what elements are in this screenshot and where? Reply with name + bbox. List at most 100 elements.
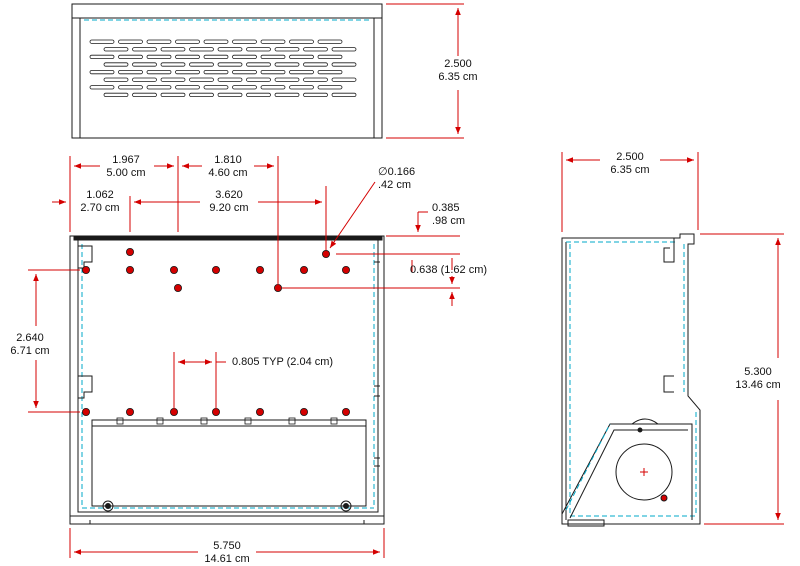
vent-slot (103, 47, 129, 52)
vent-slot (217, 47, 243, 52)
mounting-hole (169, 265, 178, 274)
dim-top-height: 2.500 6.35 cm (438, 58, 478, 83)
lower-tab (116, 417, 124, 425)
dim-side-height: 5.300 13.46 cm (735, 366, 781, 391)
vent-slot (217, 62, 243, 67)
dim-typ-spacing: 0.805 TYP (2.04 cm) (232, 356, 334, 368)
vent-slot (303, 92, 328, 97)
mounting-hole (255, 265, 264, 274)
vent-slot (203, 54, 229, 60)
vent-slot (132, 92, 157, 97)
mounting-hole (321, 249, 330, 258)
vent-slot (232, 54, 257, 60)
vent-slot (246, 92, 271, 97)
vent-slot (217, 92, 243, 97)
vent-slots (89, 39, 357, 97)
vent-slot (189, 47, 214, 52)
vent-slot (132, 47, 157, 52)
side-view (561, 233, 701, 527)
dimension-lines (28, 3, 784, 558)
vent-slot (118, 39, 143, 44)
vent-slot (118, 70, 143, 75)
vent-slot (317, 54, 343, 60)
dim-0638: 0.638 (1.62 cm) (410, 264, 488, 276)
vent-slot (175, 70, 200, 75)
vent-slot (160, 62, 186, 67)
lower-tab (244, 417, 252, 425)
mounting-hole (173, 283, 182, 292)
vent-slot (203, 85, 229, 90)
dim-1062: 1.062 2.70 cm (80, 189, 120, 214)
mounting-hole (126, 265, 135, 274)
vent-slot (246, 77, 271, 82)
dim-hole-diameter: ∅0.166 .42 cm (378, 166, 416, 191)
mounting-hole (299, 265, 308, 274)
mounting-hole (82, 407, 91, 416)
vent-slot (103, 92, 129, 97)
vent-slot (189, 92, 214, 97)
front-view (69, 235, 385, 525)
vent-slot (189, 62, 214, 67)
vent-slot (175, 85, 200, 90)
vent-slot (331, 47, 357, 52)
vent-slot (189, 77, 214, 82)
vent-slot (89, 39, 115, 44)
vent-slot (303, 47, 328, 52)
vent-slot (203, 70, 229, 75)
vent-slot (89, 54, 115, 60)
vent-slot (260, 39, 286, 44)
lower-tabs (116, 417, 338, 425)
dim-1967: 1.967 5.00 cm (106, 154, 146, 179)
mounting-holes (82, 247, 350, 416)
vent-slot (146, 85, 172, 90)
vent-slot (103, 62, 129, 67)
vent-slot (331, 62, 357, 67)
dim-side-width: 2.500 6.35 cm (610, 151, 650, 176)
vent-slot (246, 47, 271, 52)
lower-tab (200, 417, 208, 425)
dim-front-width: 5.750 14.61 cm (204, 540, 250, 565)
vent-slot (232, 70, 257, 75)
dim-front-left-height: 2.640 6.71 cm (10, 332, 50, 357)
vent-slot (146, 54, 172, 60)
top-view (71, 3, 383, 139)
vent-slot (260, 85, 286, 90)
vent-slot (289, 54, 314, 60)
lower-tab (156, 417, 164, 425)
vent-slot (317, 85, 343, 90)
vent-slot (89, 70, 115, 75)
mounting-hole (341, 407, 350, 416)
mounting-hole (341, 265, 350, 274)
vent-slot (331, 92, 357, 97)
vent-slot (160, 77, 186, 82)
vent-slot (331, 77, 357, 82)
vent-slot (160, 47, 186, 52)
vent-slot (232, 85, 257, 90)
dim-3620: 3.620 9.20 cm (209, 189, 249, 214)
vent-slot (118, 54, 143, 60)
lower-tab (330, 417, 338, 425)
vent-slot (317, 39, 343, 44)
mounting-hole (126, 407, 135, 416)
vent-slot (260, 54, 286, 60)
lower-tab (288, 417, 296, 425)
vent-slot (146, 70, 172, 75)
vent-slot (289, 70, 314, 75)
vent-slot (103, 77, 129, 82)
vent-slot (203, 39, 229, 44)
vent-slot (317, 70, 343, 75)
mounting-hole (126, 247, 135, 256)
vent-slot (160, 92, 186, 97)
vent-slot (175, 39, 200, 44)
mounting-hole (82, 265, 91, 274)
vent-slot (274, 62, 300, 67)
vent-slot (289, 85, 314, 90)
mounting-hole (299, 407, 308, 416)
vent-slot (146, 39, 172, 44)
dim-0385: 0.385 .98 cm (432, 202, 466, 227)
vent-slot (232, 39, 257, 44)
vent-slot (175, 54, 200, 60)
vent-slot (246, 62, 271, 67)
